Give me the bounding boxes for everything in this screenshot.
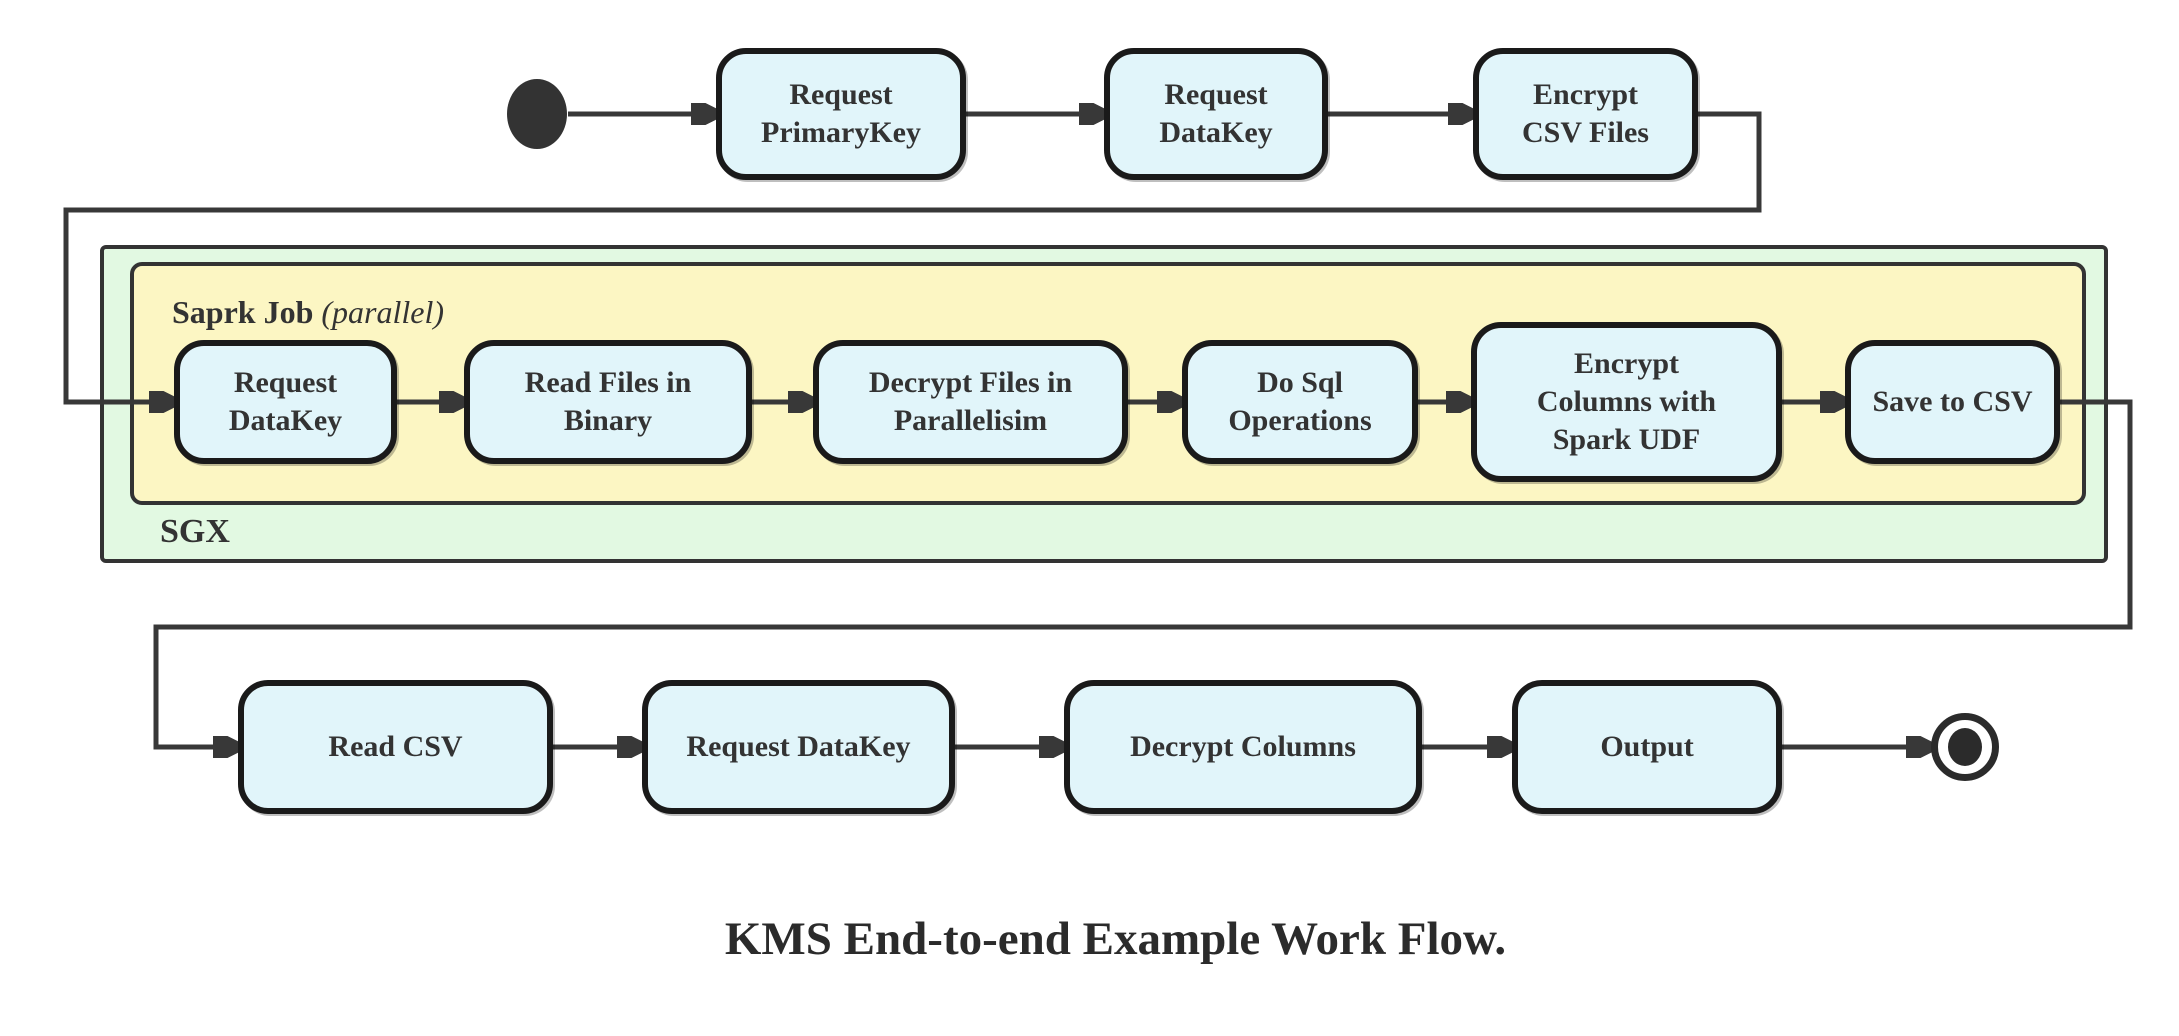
node-request-datakey-top: Request DataKey: [1104, 48, 1328, 180]
sgx-container-label: SGX: [160, 513, 230, 550]
node-label: Read Files in Binary: [524, 365, 692, 437]
node-read-csv: Read CSV: [238, 680, 553, 814]
node-label: Encrypt CSV Files: [1522, 77, 1649, 149]
node-label: Save to CSV: [1872, 384, 2033, 418]
edge-save-csv-to-read-csv: [153, 399, 2133, 747]
node-save-to-csv: Save to CSV: [1845, 340, 2060, 464]
node-encrypt-csv-files: Encrypt CSV Files: [1473, 48, 1698, 180]
spark-job-container-label: Saprk Job(parallel): [172, 294, 444, 331]
node-request-datakey-bottom: Request DataKey: [642, 680, 955, 814]
node-label: Request DataKey: [228, 365, 343, 437]
node-decrypt-columns: Decrypt Columns: [1064, 680, 1422, 814]
node-output: Output: [1512, 680, 1782, 814]
spark-job-parallel-text: (parallel): [321, 294, 445, 330]
node-label: Output: [1600, 729, 1694, 763]
node-request-primarykey: Request PrimaryKey: [716, 48, 966, 180]
node-label: Read CSV: [328, 729, 463, 763]
node-encrypt-columns-with-spark-udf: Encrypt Columns with Spark UDF: [1471, 322, 1782, 482]
node-label: Decrypt Files in Parallelisim: [868, 365, 1073, 437]
node-do-sql-operations: Do Sql Operations: [1182, 340, 1418, 464]
node-label: Do Sql Operations: [1228, 365, 1372, 437]
end-node-icon: [1931, 713, 1999, 781]
start-node-icon: [507, 79, 567, 149]
spark-job-label-text: Saprk Job: [172, 294, 314, 330]
node-read-files-in-binary: Read Files in Binary: [464, 340, 752, 464]
node-request-datakey-spark: Request DataKey: [174, 340, 397, 464]
node-label: Request DataKey: [1159, 77, 1273, 149]
edge-encrypt-csv-to-sgx-request-datakey: [63, 111, 1762, 402]
node-label: Encrypt Columns with Spark UDF: [1536, 346, 1717, 457]
end-node-inner-dot: [1948, 728, 1982, 766]
node-decrypt-files-in-parallelisim: Decrypt Files in Parallelisim: [813, 340, 1128, 464]
node-label: Decrypt Columns: [1130, 729, 1356, 763]
diagram-caption: KMS End-to-end Example Work Flow.: [724, 913, 1507, 965]
node-label: Request DataKey: [686, 729, 911, 763]
node-label: Request PrimaryKey: [761, 77, 921, 149]
